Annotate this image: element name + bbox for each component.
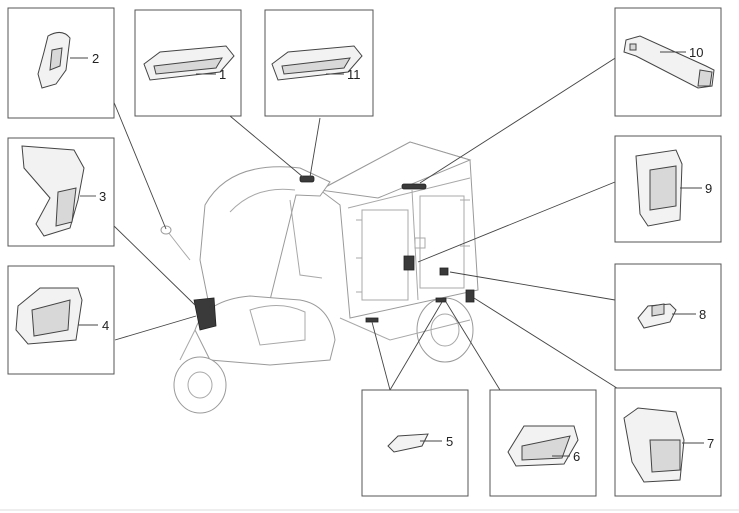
callout-box-8: 8 [614, 263, 722, 371]
front-light-highlight [193, 297, 217, 331]
callout-number-9: 9 [705, 181, 712, 196]
rear-lamp-highlight [435, 297, 447, 303]
callout-number-3: 3 [99, 189, 106, 204]
side-marker-part [387, 433, 429, 453]
callout-number-7: 7 [707, 436, 714, 451]
callout-box-5: 5 [361, 389, 469, 497]
switch-highlight [439, 267, 449, 276]
handle-bar-light-part [623, 35, 715, 89]
cab-light-highlight [299, 175, 315, 183]
side-marker-highlight [365, 317, 379, 323]
electric-cargo-tricycle [160, 141, 479, 414]
leader-lines [112, 54, 621, 391]
callout-number-11: 11 [347, 67, 361, 82]
callout-box-6: 6 [489, 389, 597, 497]
callout-box-7: 7 [614, 387, 722, 497]
callout-number-1: 1 [219, 67, 226, 82]
callout-box-4: 4 [7, 265, 115, 375]
switch-part [637, 303, 677, 329]
callout-number-4: 4 [102, 318, 109, 333]
callout-box-2: 2 [7, 7, 115, 119]
callout-box-10: 10 [614, 7, 722, 117]
callout-box-3: 3 [7, 137, 115, 247]
callout-number-10: 10 [689, 45, 703, 60]
box-top-light-highlight [401, 183, 427, 190]
callout-box-11: 11 [264, 9, 374, 117]
box-controller-highlight [403, 255, 415, 271]
callout-box-1: 1 [134, 9, 242, 117]
callout-number-8: 8 [699, 307, 706, 322]
callout-number-5: 5 [446, 434, 453, 449]
tail-light-highlight [465, 289, 475, 303]
callout-box-9: 9 [614, 135, 722, 243]
callout-number-2: 2 [92, 51, 99, 66]
callout-number-6: 6 [573, 449, 580, 464]
